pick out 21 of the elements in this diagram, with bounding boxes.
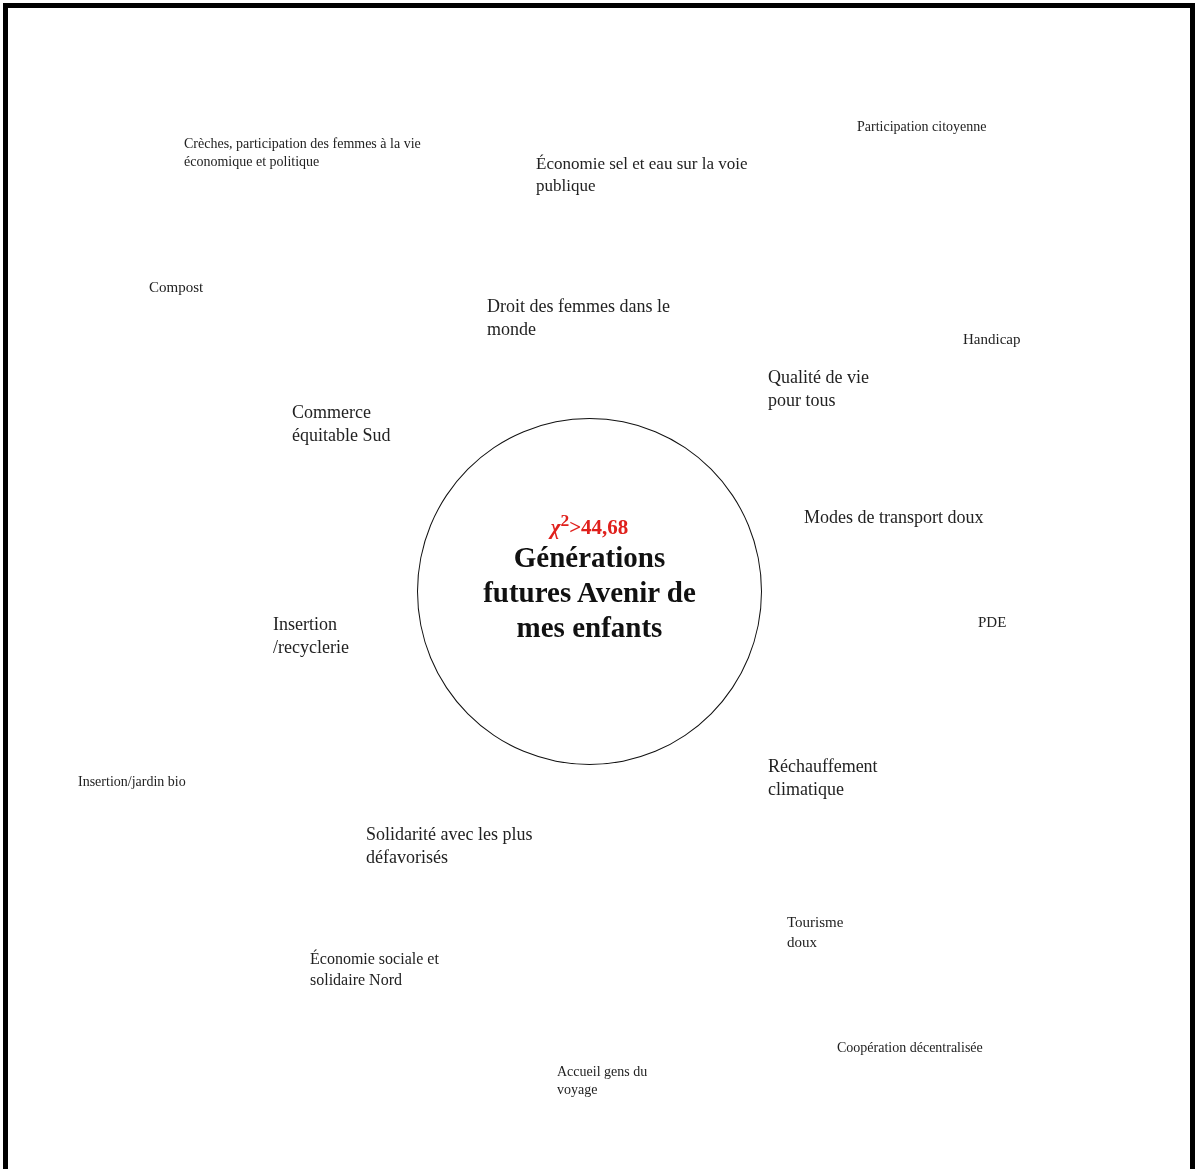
topic-label: Réchauffement climatique [768, 755, 879, 802]
topic-label: Handicap [963, 330, 1022, 349]
topic-label: Coopération décentralisée [837, 1039, 984, 1057]
circle-node [417, 418, 762, 765]
topic-label: Tourisme doux [787, 913, 845, 952]
topic-label: PDE [978, 613, 1008, 632]
circle-title: Générations futures Avenir de mes enfants [482, 540, 697, 646]
topic-label: Crèches, participation des femmes à la vie économique et politique [184, 135, 422, 172]
topic-label: Économie sel et eau sur la voie publique [536, 153, 749, 198]
topic-label: Modes de transport doux [804, 506, 985, 529]
topic-label: Droit des femmes dans le monde [487, 295, 671, 342]
topic-label: Insertion /recyclerie [273, 613, 350, 660]
topic-label: Insertion/jardin bio [78, 773, 187, 791]
topic-label: Accueil gens du voyage [557, 1063, 649, 1100]
topic-label: Économie sociale et solidaire Nord [310, 949, 440, 990]
topic-label: Qualité de vie pour tous [768, 366, 870, 413]
topic-label: Commerce équitable Sud [292, 401, 392, 448]
topic-label: Solidarité avec les plus défavorisés [366, 823, 534, 870]
statistic-label: χ$^{2}$>44,68 [550, 509, 629, 541]
topic-label: Participation citoyenne [857, 118, 988, 136]
topic-label: Compost [149, 278, 205, 297]
